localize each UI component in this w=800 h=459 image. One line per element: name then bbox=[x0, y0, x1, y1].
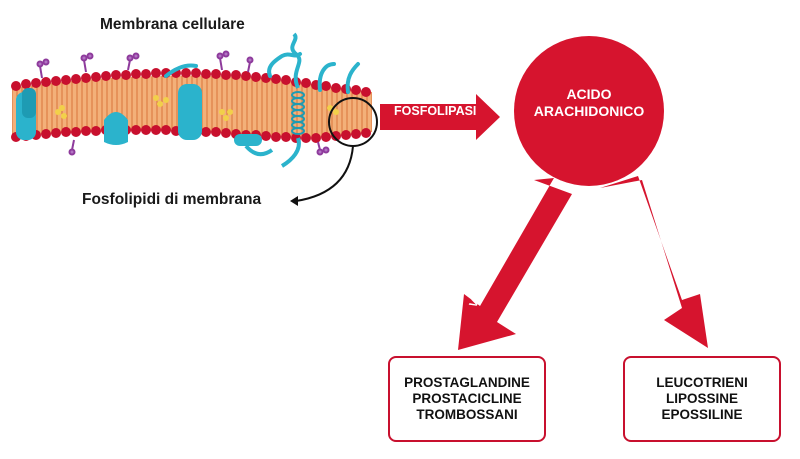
product-thromboxanes: TROMBOSSANI bbox=[416, 407, 518, 422]
product-prostacyclins: PROSTACICLINE bbox=[412, 391, 522, 406]
product-epoxilins: EPOSSILINE bbox=[661, 407, 743, 422]
arachidonic-acid-circle: ACIDO ARACHIDONICO bbox=[514, 36, 664, 186]
membrane-proteins bbox=[16, 84, 274, 157]
phospholipids-label: Fosfolipidi di membrana bbox=[82, 191, 262, 208]
arachidonic-acid-line1: ACIDO bbox=[566, 86, 612, 102]
phospholipid-pointer-arrow bbox=[295, 145, 354, 202]
product-prostaglandins: PROSTAGLANDINE bbox=[404, 375, 530, 390]
phospholipase-arrow bbox=[380, 94, 500, 140]
lipoxygenase-arrow bbox=[600, 176, 708, 348]
product-lipoxins: LIPOSSINE bbox=[665, 391, 738, 406]
phospholipase-label: FOSFOLIPASI bbox=[394, 104, 477, 118]
cholesterol bbox=[55, 95, 339, 121]
surface-filaments bbox=[164, 52, 360, 94]
cyclooxygenase-arrow bbox=[458, 178, 572, 350]
membrane-title: Membrana cellulare bbox=[100, 16, 245, 33]
lipoxygenase-products-box: LEUCOTRIENI LIPOSSINE EPOSSILINE bbox=[623, 356, 781, 442]
product-leukotrienes: LEUCOTRIENI bbox=[656, 375, 748, 390]
cyclooxygenase-products-box: PROSTAGLANDINE PROSTACICLINE TROMBOSSANI bbox=[388, 356, 546, 442]
phospholipid-heads-top bbox=[11, 68, 371, 97]
arachidonic-acid-line2: ARACHIDONICO bbox=[533, 103, 645, 119]
glycans bbox=[36, 50, 330, 156]
